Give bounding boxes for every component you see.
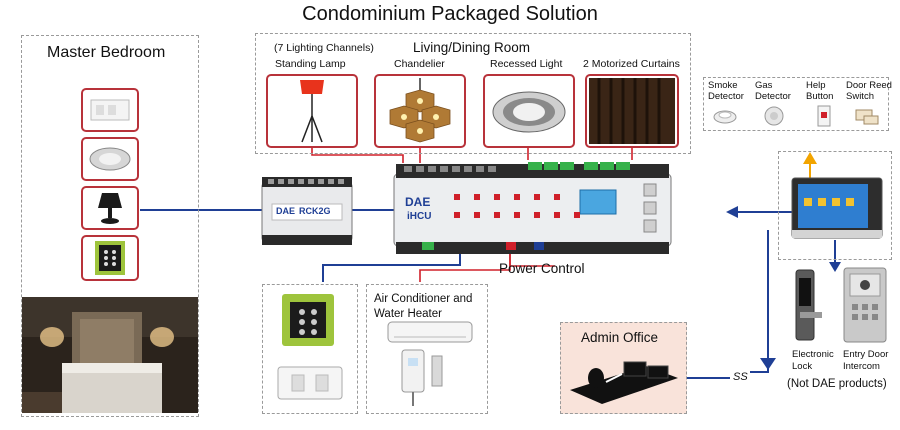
bedroom-downlight-frame	[81, 137, 139, 181]
gas-detector-icon	[765, 107, 783, 125]
bus-arrow-admin	[760, 358, 776, 370]
bedroom-switch-plate-frame	[81, 88, 139, 132]
help-button-icon	[818, 106, 830, 126]
recessed-light-label: Recessed Light	[490, 58, 562, 70]
desk-icon	[566, 352, 682, 410]
bus-arrow-lock	[829, 262, 841, 272]
door-reed-label: Door ReedSwitch	[846, 80, 892, 102]
not-dae-note: (Not DAE products)	[787, 378, 887, 390]
ac-label: Air Conditioner andWater Heater	[374, 292, 472, 322]
touch-panel-screen	[792, 178, 884, 240]
touch-switch-icon	[83, 237, 137, 279]
smoke-detector-label: SmokeDetector	[708, 80, 744, 102]
ac-heater-icon	[380, 322, 480, 412]
master-bedroom-label: Master Bedroom	[47, 44, 165, 62]
curtains-label: 2 Motorized Curtains	[583, 58, 680, 70]
bedroom-lamp-frame	[81, 186, 139, 230]
downlight-icon	[83, 139, 137, 179]
entry-intercom-label: Entry DoorIntercom	[843, 349, 888, 373]
sensor-icons	[710, 104, 886, 130]
page-title: Condominium Packaged Solution	[0, 3, 900, 26]
ihcu-controller	[394, 160, 671, 256]
recessed-light-frame	[483, 74, 575, 148]
switch-plate-icon	[83, 90, 137, 130]
admin-office-label: Admin Office	[581, 330, 658, 345]
rck2g-brand: DAE	[276, 206, 295, 216]
curtains-frame	[585, 74, 679, 148]
standing-lamp-icon	[268, 76, 356, 146]
recessed-light-icon	[485, 76, 573, 146]
gas-detector-label: GasDetector	[755, 80, 791, 102]
standing-lamp-frame	[266, 74, 358, 148]
bus-line-admin	[750, 230, 768, 372]
touch-switch-green	[280, 292, 340, 352]
table-lamp-icon	[83, 188, 137, 228]
electronic-lock-icon	[790, 270, 830, 342]
ihcu-model: iHCU	[407, 211, 431, 222]
bus-arrow-ihcu	[726, 206, 738, 218]
switch-plate-white	[276, 363, 346, 403]
door-reed-switch-icon	[856, 110, 878, 124]
curtain-icon	[587, 76, 677, 146]
chandelier-icon	[376, 76, 464, 146]
standing-lamp-label: Standing Lamp	[275, 58, 346, 70]
rck2g-model: RCK2G	[299, 206, 331, 216]
lighting-channels-note: (7 Lighting Channels)	[274, 42, 374, 54]
bedroom-touchpad-frame	[81, 235, 139, 281]
living-room-label: Living/Dining Room	[413, 40, 530, 55]
chandelier-frame	[374, 74, 466, 148]
entry-intercom-icon	[842, 268, 888, 344]
ss-label: SS	[733, 371, 748, 383]
smoke-detector-icon	[714, 111, 736, 123]
electronic-lock-label: ElectronicLock	[792, 349, 834, 373]
chandelier-label: Chandelier	[394, 58, 445, 70]
power-control-label: Power Control	[499, 261, 585, 276]
ihcu-brand: DAE	[405, 195, 430, 209]
help-button-label: HelpButton	[806, 80, 833, 102]
bedroom-photo	[22, 297, 198, 413]
